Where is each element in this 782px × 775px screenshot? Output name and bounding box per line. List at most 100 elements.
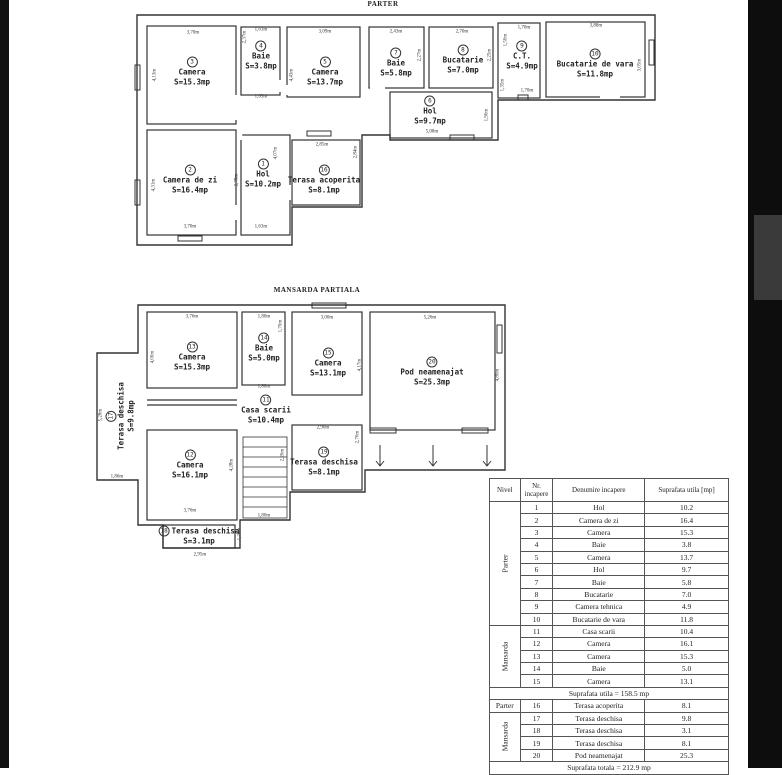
room-area: S=13.7mp (306, 77, 344, 87)
room-number-badge: 19 (318, 446, 330, 458)
nivel-cell: Parter (489, 501, 521, 626)
dimension-label: 2,70m (455, 29, 469, 35)
room-name: Pod neamenajat (400, 367, 464, 377)
room-area-cell: 9.8 (644, 711, 729, 726)
dimension-label: 1,80m (257, 384, 271, 390)
room-nr-cell: 8 (519, 587, 554, 602)
dimension-label: 2,43m (389, 29, 403, 35)
room-name-cell: Bucatarie (552, 587, 646, 602)
room-nr-cell: 7 (519, 575, 554, 589)
room-nr-cell: 13 (519, 649, 554, 664)
dimension-label: 4,13m (152, 68, 158, 82)
room-nr-cell: 16 (519, 699, 554, 713)
dimension-label: 3,09m (318, 29, 332, 35)
room-nr-cell: 17 (519, 711, 554, 726)
room-name-cell: Camera (552, 649, 646, 664)
room-area: S=16.4mp (171, 185, 209, 195)
room-nr-cell: 15 (519, 674, 554, 688)
room-nr-cell: 10 (519, 612, 554, 626)
room-name: Hol (423, 106, 437, 116)
dimension-label: 1,80m (257, 314, 271, 320)
summary-row: Suprafata utila = 158.5 mp (489, 686, 729, 701)
room-area: S=3.1mp (183, 536, 215, 546)
room-name: C.T. (512, 51, 532, 61)
room-name: Terasa deschisa (116, 382, 126, 450)
room-area-cell: 16.1 (644, 637, 729, 651)
room-nr-cell: 12 (519, 637, 554, 651)
room-number-badge: 3 (186, 56, 198, 68)
room-number-badge: 5 (319, 56, 331, 68)
dimension-label: 4,43m (289, 68, 295, 82)
rooms-table: Nivel Nr. incapere Denumire incapere Sup… (489, 478, 729, 775)
nivel-cell: Mansarda (489, 711, 521, 763)
room-nr-cell: 2 (519, 513, 554, 527)
dimension-label: 1,86m (110, 474, 124, 480)
room-name-cell: Pod neamenajat (552, 748, 646, 763)
dimension-label: 3,00m (320, 315, 334, 321)
room-area: S=8.1mp (308, 467, 340, 477)
dimension-label: 1,61m (254, 27, 268, 33)
room-name: Baie (251, 51, 271, 61)
nivel-label: Mansarda (500, 722, 510, 752)
room-number-badge: 18 (158, 525, 170, 537)
room-nr-cell: 11 (519, 624, 554, 639)
room-name-cell: Camera tehnica (552, 600, 646, 614)
room-name-cell: Terasa deschisa (552, 711, 646, 726)
dimension-label: 4,07m (273, 146, 279, 160)
dimension-label: 2,70m (355, 430, 361, 444)
room-area-cell: 16.4 (644, 513, 729, 527)
room-number-badge: 4 (255, 40, 267, 52)
mansarda-rooms (146, 311, 496, 549)
header-denumire: Denumire incapere (552, 478, 646, 502)
room-nr-cell: 14 (519, 662, 554, 676)
dimension-label: 1,70m (517, 25, 531, 31)
dimension-label: 2,84m (353, 145, 359, 159)
room-name-cell: Baie (552, 538, 646, 552)
room-area-cell: 8.1 (644, 736, 729, 750)
room-number-badge: 7 (390, 47, 402, 59)
room-area: S=5.8mp (380, 68, 412, 78)
room-area-cell: 5.8 (644, 575, 729, 589)
room-area-cell: 4.9 (644, 600, 729, 614)
room-area: S=8.1mp (308, 185, 340, 195)
room-area-cell: 3.8 (644, 538, 729, 552)
slope-arrows (375, 445, 492, 467)
room-name-cell: Baie (552, 575, 646, 589)
room-area: S=7.0mp (447, 65, 479, 75)
dimension-label: 3,70m (186, 30, 200, 36)
room-nr-cell: 3 (519, 525, 554, 540)
room-name: Camera (314, 358, 342, 368)
room-name-cell: Hol (552, 562, 646, 577)
room-number-badge: 16 (318, 164, 330, 176)
dimension-label: 1,35m (500, 78, 506, 92)
dimension-label: 2,90m (316, 425, 330, 431)
room-name-cell: Terasa acoperita (552, 699, 646, 713)
room-area: S=9.7mp (414, 116, 446, 126)
room-area-cell: 3.1 (644, 724, 729, 738)
dimension-label: 3,76m (185, 314, 199, 320)
dimension-label: 1,70m (278, 319, 284, 333)
header-suprafata: Suprafata utila [mp] (644, 478, 729, 502)
room-number-badge: 6 (424, 95, 436, 107)
room-area: S=5.0mp (248, 353, 280, 363)
dimension-label: 1,63m (254, 224, 268, 230)
